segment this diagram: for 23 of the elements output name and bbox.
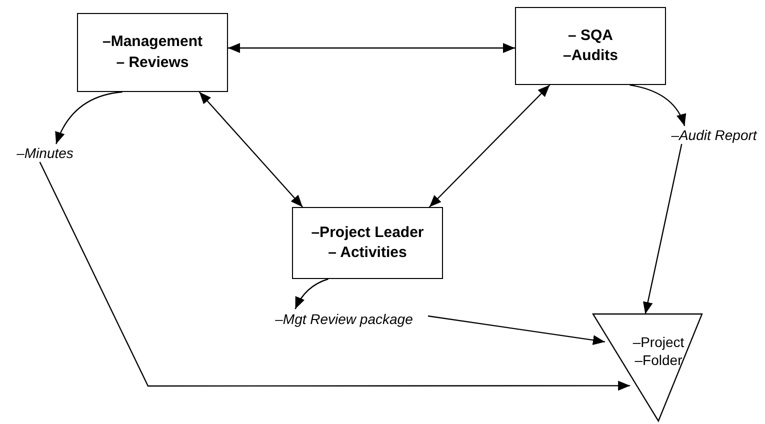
box-label: – Activities (328, 245, 407, 262)
arrow (630, 84, 686, 126)
box-label: –Project Leader (311, 224, 424, 241)
output-label: –Minutes (16, 145, 74, 161)
process-box (292, 207, 443, 279)
box-label: – SQA (568, 28, 613, 44)
arrow (198, 92, 304, 208)
arrow (428, 315, 606, 346)
arrow (294, 278, 328, 310)
arrow (642, 144, 682, 314)
arrow (56, 91, 122, 144)
arrow (428, 84, 550, 208)
box-label: – Reviews (116, 54, 189, 71)
process-box (515, 7, 666, 85)
node-label: –Project (632, 334, 684, 352)
arrow (39, 162, 630, 391)
box-label: –Management (102, 34, 203, 50)
output-label: –Audit Report (671, 127, 757, 143)
arrow (228, 43, 515, 54)
node-label: –Folder (634, 352, 682, 369)
output-label: –Mgt Review package (275, 311, 413, 327)
box-label: –Audits (562, 48, 618, 64)
process-box (77, 13, 228, 92)
